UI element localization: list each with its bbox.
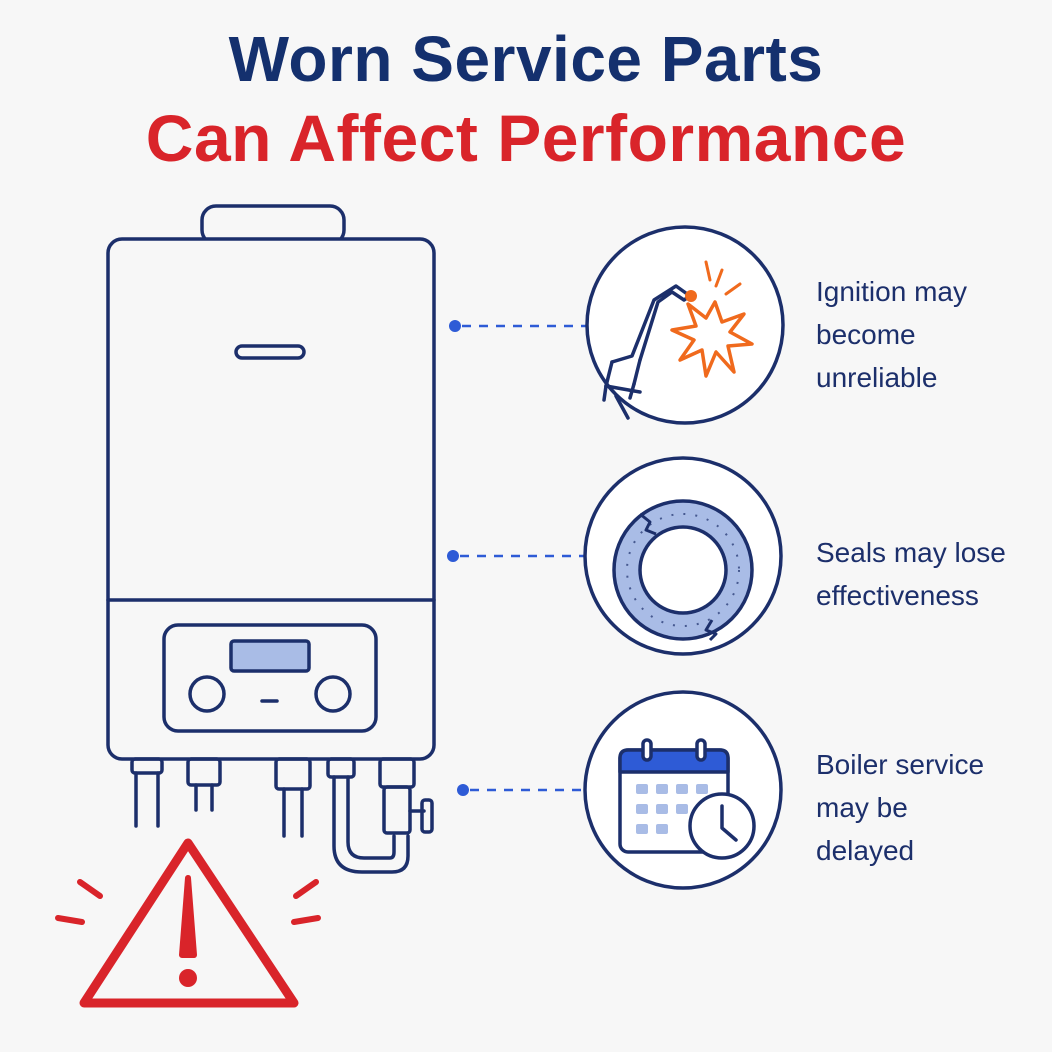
control-panel <box>162 623 378 733</box>
page-title-line-1: Worn Service Parts <box>228 23 824 95</box>
callout-ignition-line-1: Ignition may <box>816 276 967 307</box>
connector-dot-seal <box>447 550 459 562</box>
worn-seal-icon <box>583 456 783 656</box>
callout-ignition-line-2: become <box>816 319 916 350</box>
boiler-pipes <box>130 757 434 874</box>
connector-lines <box>460 324 588 792</box>
ignition-spark-icon <box>585 225 785 425</box>
display-screen-icon <box>229 639 311 673</box>
callout-ignition-line-3: unreliable <box>816 362 938 393</box>
callout-service-text: Boiler service may be delayed <box>816 743 1046 872</box>
callout-seal-text: Seals may lose effectiveness <box>816 531 1046 617</box>
left-dial-icon <box>188 675 226 713</box>
callout-seal-line-2: effectiveness <box>816 580 979 611</box>
callout-ignition-text: Ignition may become unreliable <box>816 270 1046 399</box>
boiler-icon <box>106 204 436 874</box>
boiler-handle <box>234 344 306 360</box>
callout-service-line-1: Boiler service <box>816 749 985 780</box>
connector-dot-ignition <box>449 320 461 332</box>
callout-service-line-3: delayed <box>816 835 915 866</box>
callout-service-line-2: may be <box>816 792 908 823</box>
connector-dot-calendar <box>457 784 469 796</box>
calendar-clock-icon <box>583 690 783 890</box>
callout-seal-line-1: Seals may lose <box>816 537 1006 568</box>
boiler-body <box>106 237 436 761</box>
page-title-line-2: Can Affect Performance <box>145 101 907 175</box>
right-dial-icon <box>314 675 352 713</box>
warning-triangle-icon <box>55 838 321 1008</box>
